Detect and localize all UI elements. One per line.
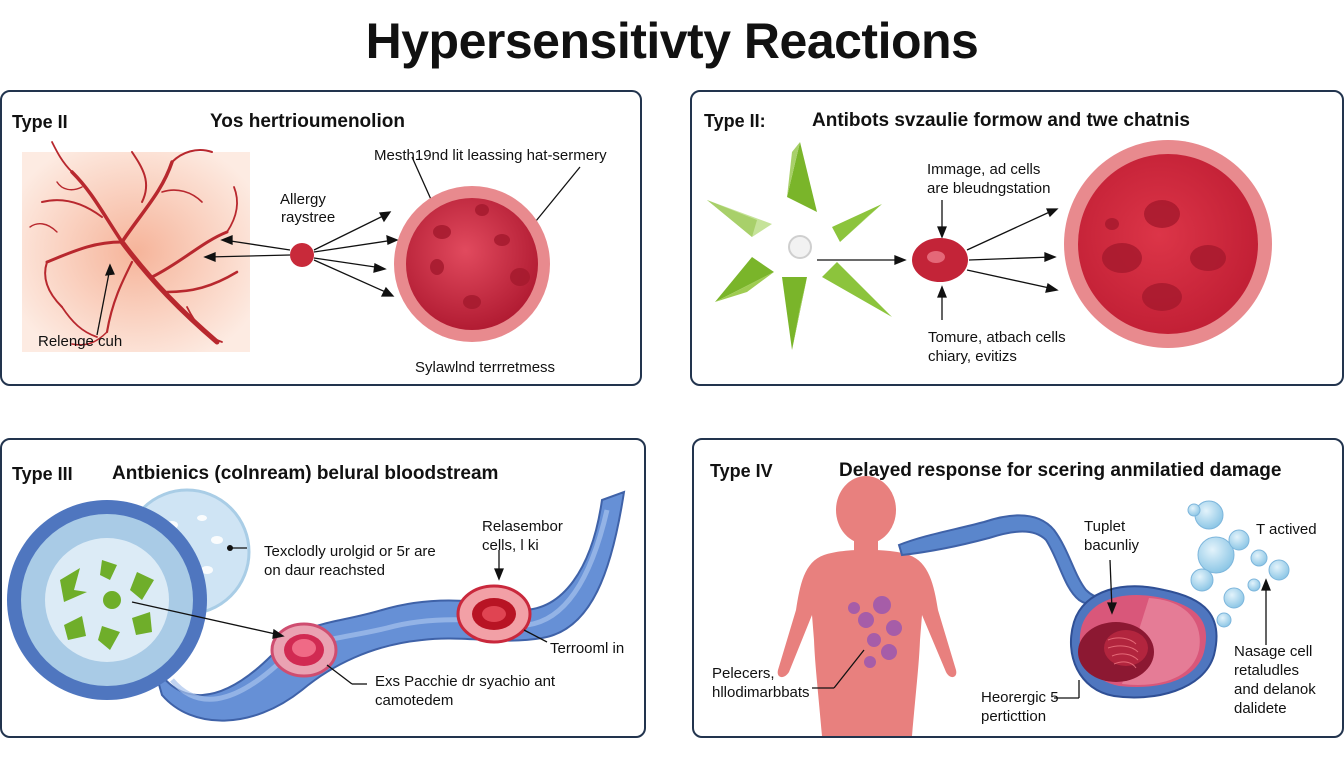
panel-heading: Delayed response for scering anmilatied … (839, 460, 1282, 481)
label-pelecers: Pelecers, (712, 665, 775, 682)
arrows (131, 547, 548, 685)
label-camotedem: camotedem (375, 692, 454, 709)
target-cell (406, 198, 538, 330)
target-cell (1078, 154, 1258, 334)
label-tomure: Tomure, atbach cells (928, 329, 1066, 346)
label-delanok: and delanok (1234, 681, 1316, 698)
vessel-tree (29, 141, 239, 346)
t-cell-bubbles (1187, 500, 1290, 628)
panel-type-label: Type II (12, 112, 68, 132)
human-body (777, 476, 957, 736)
label-relasembor: Relasembor (482, 518, 563, 535)
panel-heading: Antibots svzaulie formow and twe chatnis (812, 110, 1190, 131)
label-perticttion: perticttion (981, 708, 1047, 725)
panel-3-illustration (7, 488, 626, 722)
label-relenge: Relenge cuh (38, 333, 123, 350)
label-allergy: Allergy (280, 191, 326, 208)
panel-type-label: Type II: (704, 111, 766, 131)
label-t-actived: T actived (1256, 521, 1317, 538)
label-bacunliy: bacunliy (1084, 537, 1140, 554)
tissue-patch (22, 152, 250, 352)
allergen-particle (290, 243, 314, 267)
label-dalidete: dalidete (1234, 700, 1287, 717)
panel-type-label: Type III (12, 464, 73, 484)
panel-type-label: Type IV (710, 461, 773, 481)
panel-heading: Yos hertrioumenolion (210, 111, 405, 132)
label-retaludles: retaludles (1234, 662, 1300, 679)
label-cells-lki: cells, l ki (482, 537, 539, 554)
label-raystree: raystree (281, 209, 336, 226)
label-bleudngstation: are bleudngstation (927, 180, 1051, 197)
panel-type-iii: Type III Antbienics (colnream) belural b… (0, 438, 646, 738)
label-tuplet: Tuplet (1084, 518, 1126, 535)
panel-type-iv: Type IV Delayed response for scering anm… (692, 438, 1344, 738)
label-heorergic: Heorergic 5 (981, 689, 1059, 706)
panel-1-illustration (22, 141, 581, 352)
panel-type-ii-b: Type II: Antibots svzaulie formow and tw… (690, 90, 1344, 386)
antibody-clusters (60, 560, 154, 650)
panel-4-illustration (777, 476, 1290, 736)
antigen-particle (788, 235, 812, 259)
antibody-star (707, 142, 892, 350)
arrows (817, 200, 1059, 320)
lesions (848, 596, 902, 668)
label-nasage-cell: Nasage cell (1234, 643, 1313, 660)
label-hllodimarbbats: hllodimarbbats (712, 684, 810, 701)
label-daur: on daur reachsted (264, 562, 385, 579)
label-exs-pacchie: Exs Pacchie dr syachio ant (375, 673, 556, 690)
panel-heading: Antbienics (colnream) belural bloodstrea… (112, 463, 499, 484)
label-immage: Immage, ad cells (927, 161, 1041, 178)
panel-type-ii-a: Type II Yos hertrioumenolion Mesth19nd l… (0, 90, 642, 386)
label-sylawlnd: Sylawlnd terrretmess (415, 359, 556, 376)
label-chiary: chiary, evitizs (928, 348, 1017, 365)
arrows (812, 559, 1271, 699)
label-terrooml: Terrooml in (550, 640, 625, 657)
label-texclodly: Texclodly urolgid or 5r are (264, 543, 436, 560)
panel-2-illustration (707, 140, 1272, 350)
label-mesthind: Mesth19nd lit leassing hat-sermery (374, 147, 607, 164)
page-title: Hypersensitivty Reactions (365, 13, 979, 69)
